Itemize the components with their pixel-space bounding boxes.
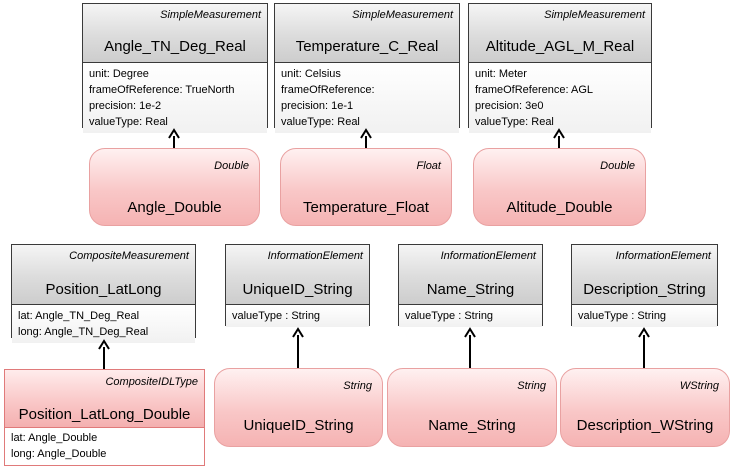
class-name: Position_LatLong [45,281,162,298]
class-description-string[interactable]: InformationElement Description_String va… [571,244,718,327]
stereotype-label: SimpleMeasurement [352,9,453,21]
realization-arrowhead [168,128,180,139]
attribute-list: unit: Celsius frameOfReference: precisio… [275,63,459,133]
attribute: valueType: Real [281,116,360,128]
class-angle-tn-deg-real[interactable]: SimpleMeasurement Angle_TN_Deg_Real unit… [82,3,268,133]
attribute: valueType : String [578,310,667,322]
stereotype-label: InformationElement [440,250,536,262]
attribute: unit: Celsius [281,68,341,80]
class-name: UniqueID_String [242,281,353,298]
attribute-list: lat: Angle_Double long: Angle_Double [5,428,204,464]
type-name: Altitude_Double [506,199,613,216]
idl-type-position-latlong-double[interactable]: CompositeIDLType Position_LatLong_Double… [4,369,205,466]
stereotype-label: WString [679,380,719,392]
type-name: Name_String [428,417,516,434]
type-name: Angle_Double [127,199,222,216]
attribute-list: valueType : String [572,305,717,327]
stereotype-label: String [343,380,372,392]
idl-type-uniqueid-string[interactable]: String UniqueID_String [214,368,383,447]
attribute-list: unit: Degree frameOfReference: TrueNorth… [83,63,267,133]
stereotype-label: CompositeIDLType [105,376,198,388]
stereotype-label: InformationElement [267,250,363,262]
type-name: Description_WString [576,417,714,434]
type-name: UniqueID_String [243,417,354,434]
idl-type-altitude-double[interactable]: Double Altitude_Double [473,148,646,226]
stereotype-label: Double [214,160,249,172]
stereotype-label: InformationElement [615,250,711,262]
realization-arrowhead [553,128,565,139]
stereotype-label: Double [600,160,635,172]
attribute: valueType : String [405,310,494,322]
attribute: precision: 3e0 [475,100,544,112]
attribute-list: lat: Angle_TN_Deg_Real long: Angle_TN_De… [12,305,195,343]
attribute: precision: 1e-1 [281,100,354,112]
attribute: lat: Angle_Double [11,432,98,444]
realization-arrowhead [292,327,304,338]
stereotype-label: SimpleMeasurement [160,9,261,21]
type-name: Temperature_Float [303,199,429,216]
attribute-list: valueType : String [399,305,542,327]
attribute: frameOfReference: [281,84,375,96]
realization-arrowhead [98,339,110,350]
realization-arrowhead [638,327,650,338]
attribute: long: Angle_TN_Deg_Real [18,326,149,338]
idl-type-temperature-float[interactable]: Float Temperature_Float [280,148,452,226]
attribute-list: unit: Meter frameOfReference: AGL precis… [469,63,651,133]
attribute: lat: Angle_TN_Deg_Real [18,310,140,322]
realization-arrowhead [360,128,372,139]
attribute: frameOfReference: TrueNorth [89,84,235,96]
attribute-list: valueType : String [226,305,369,327]
type-name: Position_LatLong_Double [18,406,191,423]
attribute: unit: Degree [89,68,149,80]
attribute: unit: Meter [475,68,527,80]
attribute: precision: 1e-2 [89,100,162,112]
stereotype-label: Float [416,160,441,172]
attribute: long: Angle_Double [11,448,107,460]
attribute: frameOfReference: AGL [475,84,593,96]
class-uniqueid-string[interactable]: InformationElement UniqueID_String value… [225,244,370,327]
stereotype-label: CompositeMeasurement [69,250,189,262]
attribute: valueType: Real [89,116,168,128]
class-name: Angle_TN_Deg_Real [104,38,246,55]
attribute: valueType: Real [475,116,554,128]
idl-type-description-wstring[interactable]: WString Description_WString [560,368,730,447]
realization-arrowhead [464,327,476,338]
class-name-string[interactable]: InformationElement Name_String valueType… [398,244,543,327]
idl-type-angle-double[interactable]: Double Angle_Double [89,148,260,226]
class-position-latlong[interactable]: CompositeMeasurement Position_LatLong la… [11,244,196,343]
class-name: Altitude_AGL_M_Real [485,38,635,55]
idl-type-name-string[interactable]: String Name_String [387,368,557,447]
stereotype-label: String [517,380,546,392]
class-temperature-c-real[interactable]: SimpleMeasurement Temperature_C_Real uni… [274,3,460,133]
class-name: Name_String [426,281,515,298]
class-name: Description_String [583,281,706,298]
stereotype-label: SimpleMeasurement [544,9,645,21]
class-name: Temperature_C_Real [295,38,439,55]
class-altitude-agl-m-real[interactable]: SimpleMeasurement Altitude_AGL_M_Real un… [468,3,652,133]
attribute: valueType : String [232,310,321,322]
